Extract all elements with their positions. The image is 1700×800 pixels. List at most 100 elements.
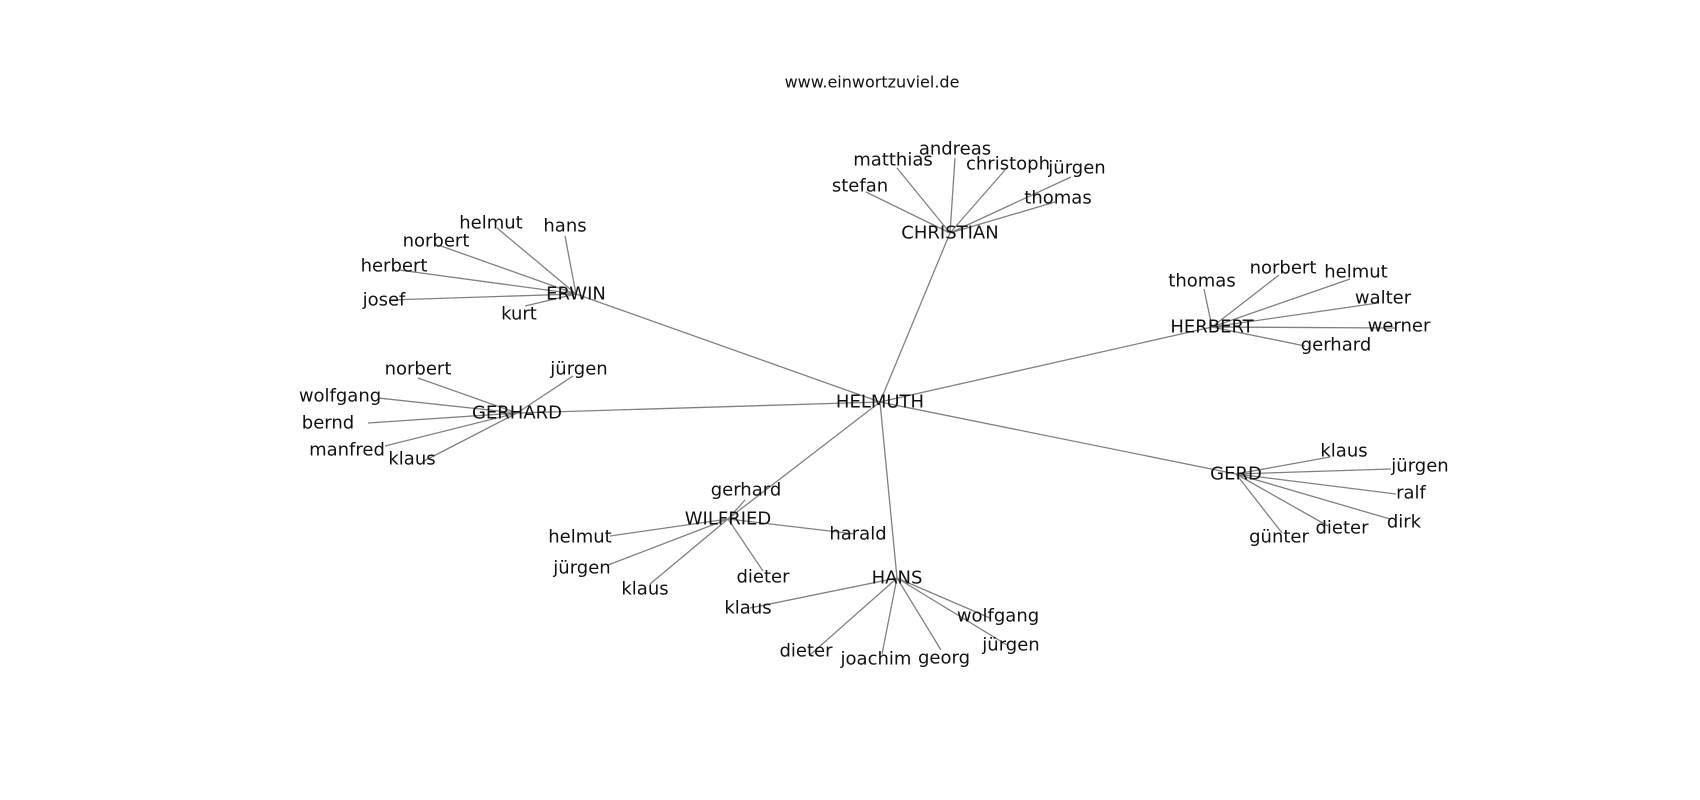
hub-node-label-gerhard: GERHARD xyxy=(472,403,562,424)
hub-node-label-gerd: GERD xyxy=(1210,464,1262,485)
edge-christian-to-leaf xyxy=(949,176,1072,234)
leaf-node-label: christoph xyxy=(966,154,1050,175)
edge-wilfried-to-leaf xyxy=(727,518,764,572)
edge-herbert-to-leaf xyxy=(1211,274,1280,328)
edge-gerd-to-leaf xyxy=(1235,473,1391,520)
leaf-node-label: klaus xyxy=(388,449,435,470)
edge-gerhard-to-leaf xyxy=(367,412,518,424)
leaf-node-label: manfred xyxy=(309,440,385,461)
edge-center-to-gerhard xyxy=(516,401,881,414)
leaf-node-label: gerhard xyxy=(711,480,782,501)
hub-node-label-erwin: ERWIN xyxy=(546,284,606,305)
leaf-node-label: andreas xyxy=(919,139,991,160)
edge-erwin-to-leaf xyxy=(389,293,577,301)
hub-node-label-christian: CHRISTIAN xyxy=(901,223,998,244)
edge-erwin-to-leaf xyxy=(398,269,577,295)
edge-herbert-to-leaf xyxy=(1211,326,1306,347)
leaf-node-label: wolfgang xyxy=(299,386,381,407)
hub-node-label-herbert: HERBERT xyxy=(1170,317,1254,338)
edge-christian-to-leaf xyxy=(896,167,951,234)
edge-wilfried-to-leaf xyxy=(727,518,856,535)
edges-layer xyxy=(367,157,1397,656)
edge-center-to-gerd xyxy=(879,401,1237,475)
leaf-node-label: helmut xyxy=(459,213,522,234)
edge-center-to-christian xyxy=(879,232,951,403)
leaf-node-label: thomas xyxy=(1024,188,1091,209)
edge-hans-to-leaf xyxy=(881,577,898,655)
edge-wilfried-to-leaf xyxy=(649,518,729,585)
leaf-node-label: harald xyxy=(829,524,886,545)
edge-gerd-to-leaf xyxy=(1235,473,1397,495)
edge-christian-to-leaf xyxy=(949,201,1056,234)
center-node-label: HELMUTH xyxy=(836,392,924,413)
leaf-node-label: norbert xyxy=(385,359,452,380)
leaf-node-label: klaus xyxy=(1320,441,1367,462)
leaf-node-label: helmut xyxy=(1324,262,1387,283)
edge-wilfried-to-leaf xyxy=(607,518,729,566)
leaf-node-label: günter xyxy=(1249,527,1309,548)
leaf-node-label: kurt xyxy=(501,304,537,325)
hub-node-label-wilfried: WILFRIED xyxy=(685,509,772,530)
leaf-node-label: klaus xyxy=(724,598,771,619)
leaf-node-label: herbert xyxy=(361,256,428,277)
leaf-node-label: werner xyxy=(1368,316,1431,337)
edge-wilfried-to-leaf xyxy=(609,518,729,537)
edge-wilfried-to-leaf xyxy=(727,499,746,520)
leaf-node-label: jürgen xyxy=(1390,456,1448,477)
edge-hans-to-leaf xyxy=(896,577,942,651)
edge-gerhard-to-leaf xyxy=(417,377,518,414)
leaf-node-label: bernd xyxy=(302,413,354,434)
leaf-node-label: joachim xyxy=(840,649,912,670)
edge-christian-to-leaf xyxy=(949,157,956,234)
leaf-node-label: helmut xyxy=(548,527,611,548)
leaf-node-label: walter xyxy=(1355,288,1412,309)
edge-gerd-to-leaf xyxy=(1235,468,1392,475)
leaf-node-label: dieter xyxy=(779,641,833,662)
leaf-node-label: norbert xyxy=(1250,258,1317,279)
edge-gerhard-to-leaf xyxy=(423,412,518,462)
edge-erwin-to-leaf xyxy=(524,293,577,307)
edge-gerhard-to-leaf xyxy=(384,412,518,447)
edge-erwin-to-leaf xyxy=(496,227,577,295)
edge-hans-to-leaf xyxy=(749,577,898,609)
leaf-node-label: matthias xyxy=(853,150,933,171)
edge-center-to-wilfried xyxy=(727,401,881,520)
leaf-node-label: hans xyxy=(543,216,586,237)
edge-herbert-to-leaf xyxy=(1203,288,1213,328)
leaf-node-label: josef xyxy=(362,290,406,311)
leaf-node-label: ralf xyxy=(1396,483,1426,504)
edge-herbert-to-leaf xyxy=(1211,278,1351,328)
leaf-node-label: wolfgang xyxy=(957,606,1039,627)
leaf-node-label: stefan xyxy=(832,176,888,197)
edge-gerd-to-leaf xyxy=(1235,456,1331,475)
site-title: www.einwortzuviel.de xyxy=(785,73,960,92)
leaf-node-label: thomas xyxy=(1168,271,1235,292)
edge-erwin-to-leaf xyxy=(564,235,577,295)
nodes-layer: HELMUTH CHRISTIAN matthiasandreaschristoph… xyxy=(299,139,1449,670)
leaf-node-label: gerhard xyxy=(1301,335,1372,356)
leaf-node-label: dieter xyxy=(736,567,790,588)
leaf-node-label: jürgen xyxy=(549,359,607,380)
edge-hans-to-leaf xyxy=(809,577,898,656)
edge-center-to-hans xyxy=(879,401,898,579)
edge-herbert-to-leaf xyxy=(1211,302,1379,328)
edge-gerhard-to-leaf xyxy=(377,397,518,414)
hub-node-label-hans: HANS xyxy=(872,568,923,589)
edge-christian-to-leaf xyxy=(949,169,1006,234)
leaf-node-label: dirk xyxy=(1387,512,1422,533)
edge-center-to-erwin xyxy=(575,293,881,403)
leaf-node-label: jürgen xyxy=(1047,158,1105,179)
edge-christian-to-leaf xyxy=(865,191,951,234)
edge-hans-to-leaf xyxy=(896,577,1008,646)
leaf-node-label: georg xyxy=(918,648,970,669)
edge-gerd-to-leaf xyxy=(1235,473,1329,527)
leaf-node-label: dieter xyxy=(1315,518,1369,539)
leaf-node-label: jürgen xyxy=(552,558,610,579)
edge-center-to-herbert xyxy=(879,326,1213,403)
edge-gerhard-to-leaf xyxy=(516,375,574,414)
leaf-node-label: klaus xyxy=(621,579,668,600)
edge-herbert-to-leaf xyxy=(1211,326,1396,329)
leaf-node-label: norbert xyxy=(403,231,470,252)
edge-erwin-to-leaf xyxy=(440,245,577,295)
